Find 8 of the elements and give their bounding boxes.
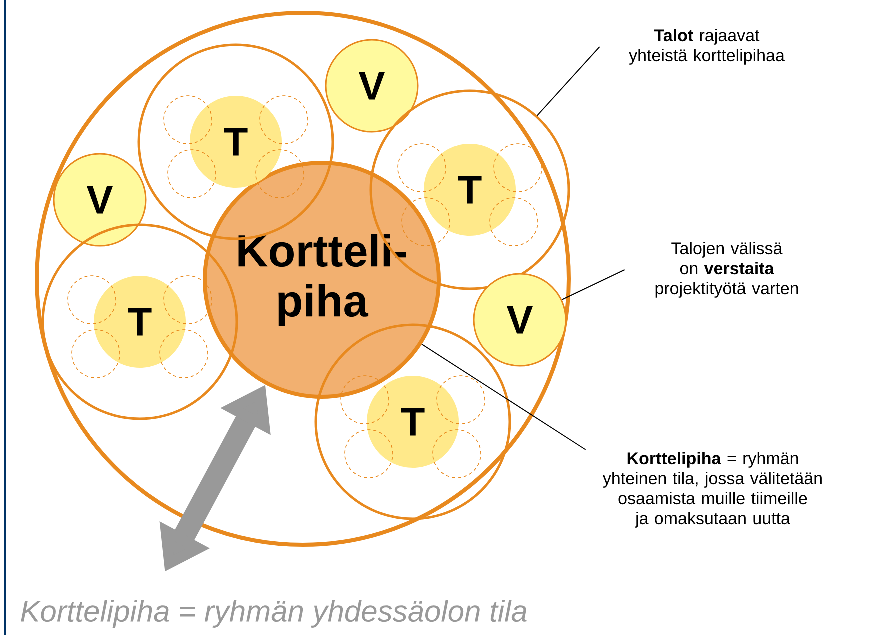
caption: Korttelipiha = ryhmän yhdessäolon tila [21, 600, 527, 628]
note-text: Korttelipiha = ryhmän yhteinen tila, jossa välitetään osaamista muille tiimeille ja omaksutaan uutta [602, 452, 822, 528]
note-text: Talot rajaavat yhteistä korttelipihaa [629, 29, 785, 65]
leader-line [422, 344, 586, 450]
note-text: Talojen välissä on verstaita projektityötä varten [656, 242, 798, 298]
leader-line [536, 46, 600, 116]
leader-line [562, 270, 626, 300]
outer-circle [35, 11, 571, 547]
